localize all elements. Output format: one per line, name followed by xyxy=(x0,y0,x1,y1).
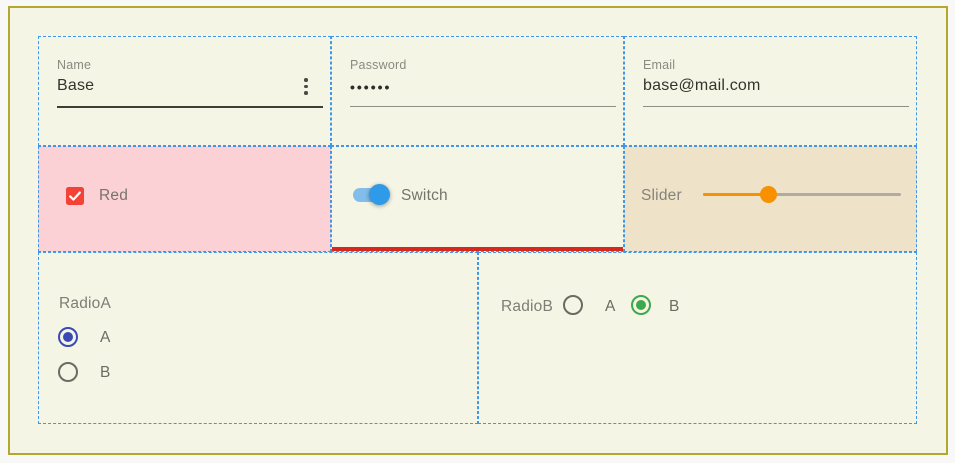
name-input[interactable]: Base xyxy=(57,77,95,94)
name-input-underline xyxy=(57,106,323,108)
radio-a-option-a-label: A xyxy=(100,329,111,346)
name-field-label: Name xyxy=(57,58,92,72)
radio-b-option-a-label: A xyxy=(605,298,616,315)
email-field-label: Email xyxy=(643,58,676,72)
slider-label: Slider xyxy=(641,187,682,204)
password-field-label: Password xyxy=(350,58,407,72)
radio-a-option-a[interactable] xyxy=(58,327,78,347)
radio-group-b-label: RadioB xyxy=(501,298,554,315)
radio-a-option-b-label: B xyxy=(100,364,111,381)
slider[interactable] xyxy=(703,186,901,204)
switch-cell[interactable]: Switch xyxy=(331,146,624,252)
radio-group-a-label: RadioA xyxy=(59,295,112,312)
password-input-underline xyxy=(350,106,616,107)
checkbox-label: Red xyxy=(99,187,129,204)
red-checkbox[interactable] xyxy=(66,187,84,205)
checkbox-cell[interactable]: Red xyxy=(38,146,331,252)
slider-track[interactable] xyxy=(703,193,901,196)
radio-a-option-b[interactable] xyxy=(58,362,78,382)
password-field-cell[interactable]: Password •••••• xyxy=(331,36,624,146)
checkmark-icon xyxy=(69,191,81,201)
email-input-underline xyxy=(643,106,909,107)
password-input[interactable]: •••••• xyxy=(350,79,392,95)
slider-fill xyxy=(703,193,769,196)
slider-thumb[interactable] xyxy=(760,186,778,203)
email-input[interactable]: base@mail.com xyxy=(643,77,761,94)
radio-b-option-b-label: B xyxy=(669,298,680,315)
name-field-cell[interactable]: Name Base xyxy=(38,36,331,146)
overflow-menu-icon[interactable] xyxy=(304,78,308,95)
switch-toggle[interactable] xyxy=(353,184,410,205)
radio-b-option-a[interactable] xyxy=(563,295,583,315)
error-indicator-bar xyxy=(332,247,623,251)
slider-cell[interactable]: Slider xyxy=(624,146,917,252)
radio-group-a-cell[interactable]: RadioA A B xyxy=(38,252,478,424)
switch-label: Switch xyxy=(401,187,448,204)
switch-thumb[interactable] xyxy=(369,184,390,205)
radio-group-b-cell[interactable]: RadioB A B xyxy=(478,252,917,424)
email-field-cell[interactable]: Email base@mail.com xyxy=(624,36,917,146)
radio-b-option-b[interactable] xyxy=(631,295,651,315)
